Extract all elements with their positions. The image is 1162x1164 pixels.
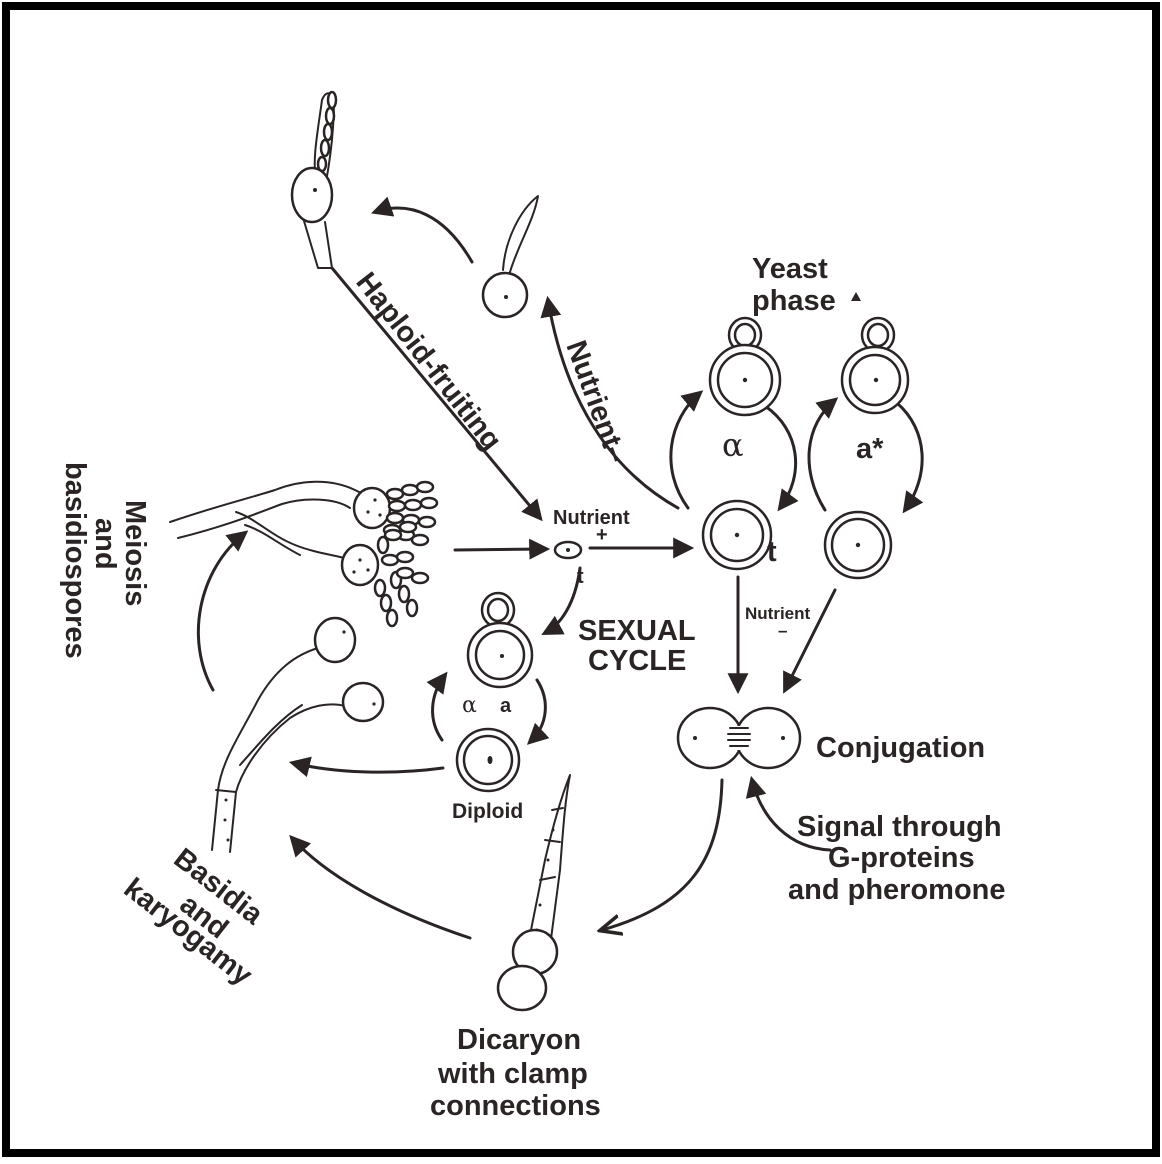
dicaryon-label-2: with clamp [437, 1058, 588, 1090]
a-star-label: a* [856, 433, 884, 465]
arrow-diploid-left [433, 675, 445, 740]
yeast-phase-label-1: Yeast [752, 253, 828, 285]
arrow-dicaryon-to-basidia [292, 838, 470, 938]
nutrient-plus-label: Nutrient [553, 507, 630, 529]
meiosis-basidia [170, 482, 437, 626]
basidia-structure [212, 618, 383, 852]
meiosis-label-3: basidiospores [59, 462, 91, 659]
dicaryon-label-3: connections [430, 1090, 601, 1122]
diploid-cell [457, 729, 519, 791]
yeast-phase-label-2: phase [752, 285, 836, 317]
sexual-cycle-label-1: SEXUAL [578, 615, 696, 647]
meiosis-label-2: and [89, 518, 121, 570]
meiosis-label-1: Meiosis [119, 500, 151, 606]
arrow-meiosis-to-center [455, 549, 546, 550]
yeast-alpha-budding-cell [710, 318, 780, 415]
signal-label-2: G-proteins [828, 842, 975, 874]
alpha-yeast-label: α [722, 426, 744, 464]
arrow-astar-down [897, 403, 922, 510]
conjugating-cells [678, 708, 800, 768]
nutrient-minus-label: Nutrient– [559, 336, 633, 467]
t-center-label: t [577, 566, 584, 588]
arrow-diploid-right [530, 680, 545, 742]
minus-small-sign: – [778, 621, 787, 640]
central-spore [555, 542, 581, 558]
diploid-label: Diploid [452, 800, 523, 823]
arrow-conjugation-to-dicaryon [602, 780, 722, 930]
diploid-budding-cell [468, 593, 532, 687]
arrow-astar-up [809, 400, 835, 510]
haploid-fruiting-body [292, 92, 336, 268]
alpha-small-label: α [462, 693, 477, 718]
sexual-cycle-label-2: CYCLE [588, 645, 686, 677]
yeast-astar-cell [825, 512, 891, 578]
conjugation-label: Conjugation [816, 732, 985, 764]
signal-label-1: Signal through [797, 811, 1002, 843]
arrow-diploid-to-basidia [293, 763, 443, 772]
arrow-alpha-down [765, 406, 796, 508]
signal-label-3: and pheromone [788, 874, 1006, 906]
germinating-cell [483, 196, 538, 317]
dicaryon-label-1: Dicaryon [457, 1024, 581, 1056]
arrow-center-to-diploid [545, 568, 580, 633]
arrow-alpha-up [671, 393, 700, 508]
arrow-to-fruiting [375, 208, 472, 262]
yeast-t-cell [703, 501, 771, 569]
yeast-astar-budding-cell [842, 318, 908, 413]
t-yeast-label: t [767, 536, 777, 568]
triangle-marker-icon [851, 292, 861, 301]
plus-sign: + [596, 524, 608, 546]
a-small-label: a [500, 695, 512, 717]
arrow-basidia-to-meiosis [198, 533, 245, 690]
